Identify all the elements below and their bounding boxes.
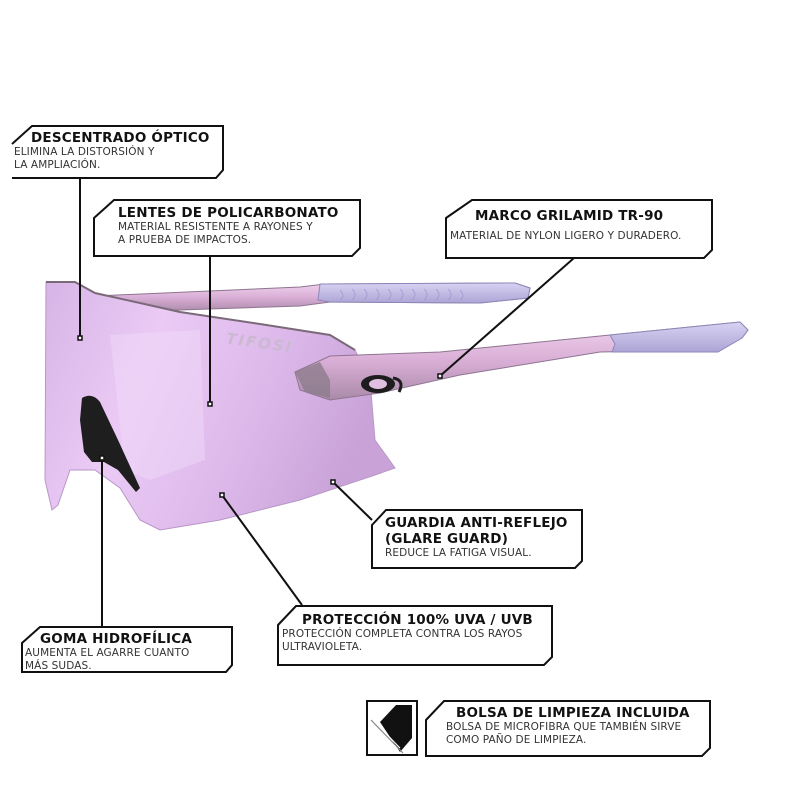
callout-title-line2: (GLARE GUARD)	[385, 531, 509, 547]
callout-desc-line: LA AMPLIACIÓN.	[14, 159, 101, 171]
far-temple	[93, 282, 531, 313]
microfiber-bag-icon	[370, 705, 412, 754]
callout-hydrophilic-rubber: GOMA HIDROFÍLICA AUMENTA EL AGARRE CUANT…	[25, 631, 230, 673]
leader-lines	[79, 178, 575, 626]
callout-title: PROTECCIÓN 100% UVA / UVB	[302, 612, 533, 628]
callout-title: LENTES DE POLICARBONATO	[118, 205, 339, 221]
callout-uv-protection: PROTECCIÓN 100% UVA / UVB PROTECCIÓN COM…	[282, 612, 550, 654]
near-temple	[294, 321, 749, 401]
callout-desc-line: COMO PAÑO DE LIMPIEZA.	[446, 734, 587, 746]
callout-desc-line: REDUCE LA FATIGA VISUAL.	[385, 547, 532, 559]
callout-glare-guard: GUARDIA ANTI-REFLEJO (GLARE GUARD) REDUC…	[385, 515, 580, 560]
callout-desc-line: BOLSA DE MICROFIBRA QUE TAMBIÉN SIRVE	[446, 721, 682, 733]
callout-desc-line: ELIMINA LA DISTORSIÓN Y	[14, 146, 155, 158]
callout-cleaning-bag: BOLSA DE LIMPIEZA INCLUIDA BOLSA DE MICR…	[446, 705, 708, 747]
callout-desc-line: A PRUEBA DE IMPACTOS.	[118, 234, 252, 246]
callout-title: DESCENTRADO ÓPTICO	[31, 130, 210, 146]
callout-title: GOMA HIDROFÍLICA	[40, 631, 192, 647]
callout-desc-line: AUMENTA EL AGARRE CUANTO	[25, 647, 190, 659]
callout-desc-line: MATERIAL DE NYLON LIGERO Y DURADERO.	[450, 230, 682, 242]
callout-polycarbonate-lenses: LENTES DE POLICARBONATO MATERIAL RESISTE…	[118, 205, 358, 247]
nose-pad	[80, 395, 140, 492]
callout-title: GUARDIA ANTI-REFLEJO	[385, 515, 568, 531]
callout-desc-line: ULTRAVIOLETA.	[282, 641, 363, 653]
callout-optical-decentering: DESCENTRADO ÓPTICO ELIMINA LA DISTORSIÓN…	[14, 130, 222, 172]
callout-title: MARCO GRILAMID TR-90	[475, 208, 664, 224]
callout-desc-line: PROTECCIÓN COMPLETA CONTRA LOS RAYOS	[282, 628, 523, 640]
callout-grilamid-frame: MARCO GRILAMID TR-90 MATERIAL DE NYLON L…	[450, 208, 710, 243]
callout-title: BOLSA DE LIMPIEZA INCLUIDA	[456, 705, 690, 721]
callout-desc-line: MÁS SUDAS.	[25, 660, 92, 672]
callout-desc-line: MATERIAL RESISTENTE A RAYONES Y	[118, 221, 313, 233]
